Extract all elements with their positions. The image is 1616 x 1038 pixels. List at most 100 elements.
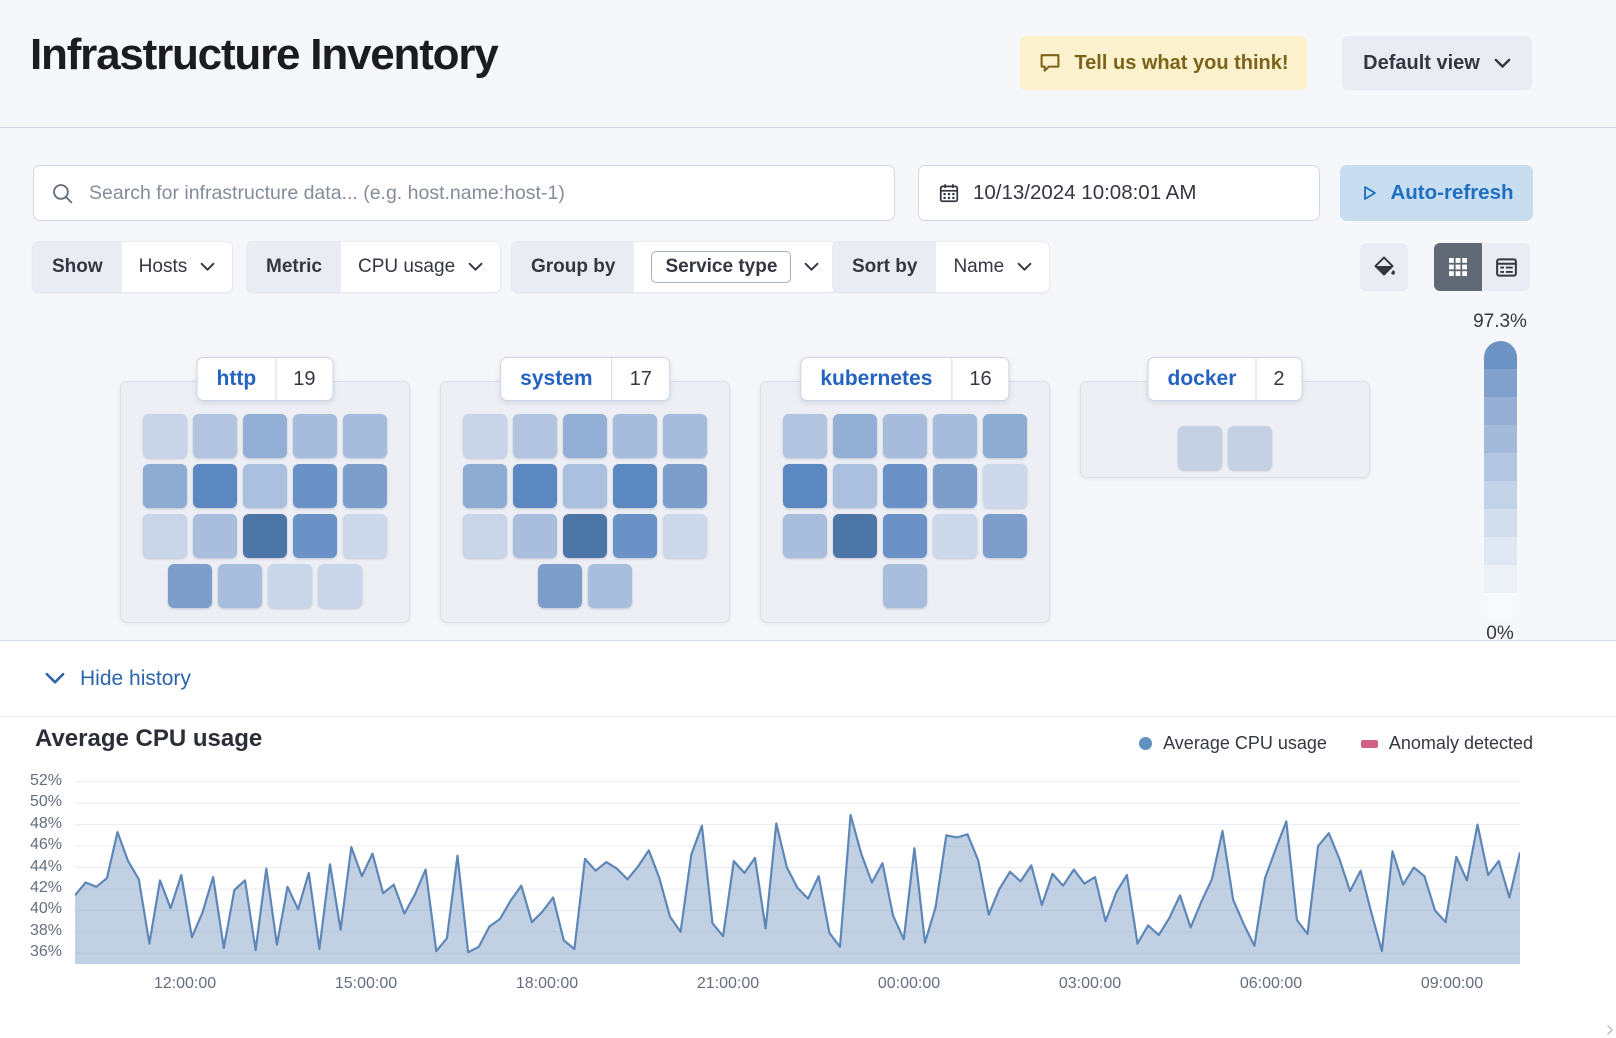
host-square[interactable] bbox=[343, 514, 387, 558]
host-square[interactable] bbox=[1178, 426, 1222, 470]
host-square[interactable] bbox=[663, 514, 707, 558]
host-square[interactable] bbox=[833, 414, 877, 458]
host-square[interactable] bbox=[463, 464, 507, 508]
host-square[interactable] bbox=[883, 514, 927, 558]
host-square[interactable] bbox=[663, 414, 707, 458]
host-square[interactable] bbox=[193, 514, 237, 558]
host-square[interactable] bbox=[883, 464, 927, 508]
service-group-card-docker: docker 2 bbox=[1080, 357, 1370, 478]
search-input[interactable] bbox=[87, 180, 877, 206]
legend-item-anomaly[interactable]: Anomaly detected bbox=[1360, 733, 1533, 754]
metric-filter-label: Metric bbox=[247, 242, 341, 292]
host-square[interactable] bbox=[613, 464, 657, 508]
host-square[interactable] bbox=[783, 464, 827, 508]
host-square[interactable] bbox=[343, 464, 387, 508]
host-square[interactable] bbox=[318, 564, 362, 608]
legend-item-avg-cpu[interactable]: Average CPU usage bbox=[1139, 733, 1327, 754]
host-square-grid bbox=[761, 382, 1049, 608]
chevron-down-icon bbox=[804, 262, 819, 272]
group-by-filter-group: Group by Service type bbox=[512, 242, 837, 292]
host-square[interactable] bbox=[613, 514, 657, 558]
speech-bubble-icon bbox=[1038, 51, 1062, 75]
host-square[interactable] bbox=[143, 464, 187, 508]
metric-filter-group: Metric CPU usage bbox=[247, 242, 501, 292]
host-square[interactable] bbox=[243, 464, 287, 508]
group-name-link[interactable]: kubernetes bbox=[820, 367, 933, 390]
cpu-usage-area-chart[interactable] bbox=[74, 771, 1522, 964]
host-square[interactable] bbox=[243, 414, 287, 458]
host-square[interactable] bbox=[613, 414, 657, 458]
auto-refresh-button[interactable]: Auto-refresh bbox=[1340, 165, 1533, 221]
host-square[interactable] bbox=[168, 564, 212, 608]
host-square[interactable] bbox=[193, 414, 237, 458]
group-host-count: 19 bbox=[293, 367, 316, 390]
host-square[interactable] bbox=[538, 564, 582, 608]
host-square[interactable] bbox=[463, 514, 507, 558]
host-square[interactable] bbox=[343, 414, 387, 458]
host-square[interactable] bbox=[833, 514, 877, 558]
host-square[interactable] bbox=[663, 464, 707, 508]
sort-by-filter-dropdown[interactable]: Name bbox=[936, 242, 1050, 292]
host-square[interactable] bbox=[218, 564, 262, 608]
host-square[interactable] bbox=[933, 414, 977, 458]
history-chart-panel: Average CPU usage Average CPU usage Anom… bbox=[0, 716, 1616, 1038]
host-square[interactable] bbox=[983, 414, 1027, 458]
host-square[interactable] bbox=[983, 514, 1027, 558]
host-square[interactable] bbox=[933, 514, 977, 558]
host-square[interactable] bbox=[293, 514, 337, 558]
host-square[interactable] bbox=[293, 464, 337, 508]
host-square-row bbox=[1081, 426, 1369, 470]
host-square[interactable] bbox=[513, 464, 557, 508]
group-by-filter-dropdown[interactable]: Service type bbox=[634, 242, 837, 292]
color-scale-step bbox=[1483, 593, 1517, 621]
host-square[interactable] bbox=[513, 514, 557, 558]
host-square[interactable] bbox=[513, 414, 557, 458]
group-host-count: 16 bbox=[969, 367, 992, 390]
host-square[interactable] bbox=[588, 564, 632, 608]
table-view-button[interactable] bbox=[1482, 243, 1530, 291]
host-square[interactable] bbox=[933, 464, 977, 508]
color-scale-step bbox=[1483, 397, 1517, 425]
host-square[interactable] bbox=[243, 514, 287, 558]
host-square[interactable] bbox=[883, 414, 927, 458]
badge-divider bbox=[1255, 358, 1257, 400]
group-badge-http[interactable]: http 19 bbox=[196, 357, 334, 401]
host-square[interactable] bbox=[833, 464, 877, 508]
host-square[interactable] bbox=[783, 514, 827, 558]
hide-history-toggle[interactable]: Hide history bbox=[0, 640, 1616, 716]
grid-view-button[interactable] bbox=[1434, 243, 1482, 291]
host-square[interactable] bbox=[883, 564, 927, 608]
host-square[interactable] bbox=[563, 514, 607, 558]
color-scale-step bbox=[1483, 509, 1517, 537]
grid-view-icon bbox=[1446, 255, 1470, 279]
host-square[interactable] bbox=[563, 414, 607, 458]
group-host-count: 2 bbox=[1273, 367, 1285, 390]
show-filter-dropdown[interactable]: Hosts bbox=[121, 242, 233, 292]
metric-filter-dropdown[interactable]: CPU usage bbox=[340, 242, 501, 292]
group-badge-kubernetes[interactable]: kubernetes 16 bbox=[800, 357, 1010, 401]
host-square[interactable] bbox=[1228, 426, 1272, 470]
host-square[interactable] bbox=[463, 414, 507, 458]
date-picker-button[interactable]: 10/13/2024 10:08:01 AM bbox=[918, 165, 1320, 221]
host-square[interactable] bbox=[143, 414, 187, 458]
host-square[interactable] bbox=[983, 464, 1027, 508]
host-square[interactable] bbox=[143, 514, 187, 558]
color-palette-button[interactable] bbox=[1360, 243, 1408, 291]
host-square[interactable] bbox=[268, 564, 312, 608]
y-axis-tick-label: 52% bbox=[29, 771, 62, 789]
feedback-button[interactable]: Tell us what you think! bbox=[1020, 36, 1307, 90]
host-square[interactable] bbox=[193, 464, 237, 508]
host-square[interactable] bbox=[563, 464, 607, 508]
paint-bucket-icon bbox=[1371, 254, 1397, 280]
host-square[interactable] bbox=[783, 414, 827, 458]
group-name-link[interactable]: system bbox=[520, 367, 593, 390]
default-view-dropdown[interactable]: Default view bbox=[1342, 36, 1532, 90]
group-name-link[interactable]: docker bbox=[1167, 367, 1237, 390]
group-name-link[interactable]: http bbox=[216, 367, 257, 390]
host-square-row bbox=[761, 414, 1049, 458]
group-badge-docker[interactable]: docker 2 bbox=[1147, 357, 1303, 401]
x-axis-tick-label: 06:00:00 bbox=[1239, 975, 1303, 992]
host-square[interactable] bbox=[293, 414, 337, 458]
